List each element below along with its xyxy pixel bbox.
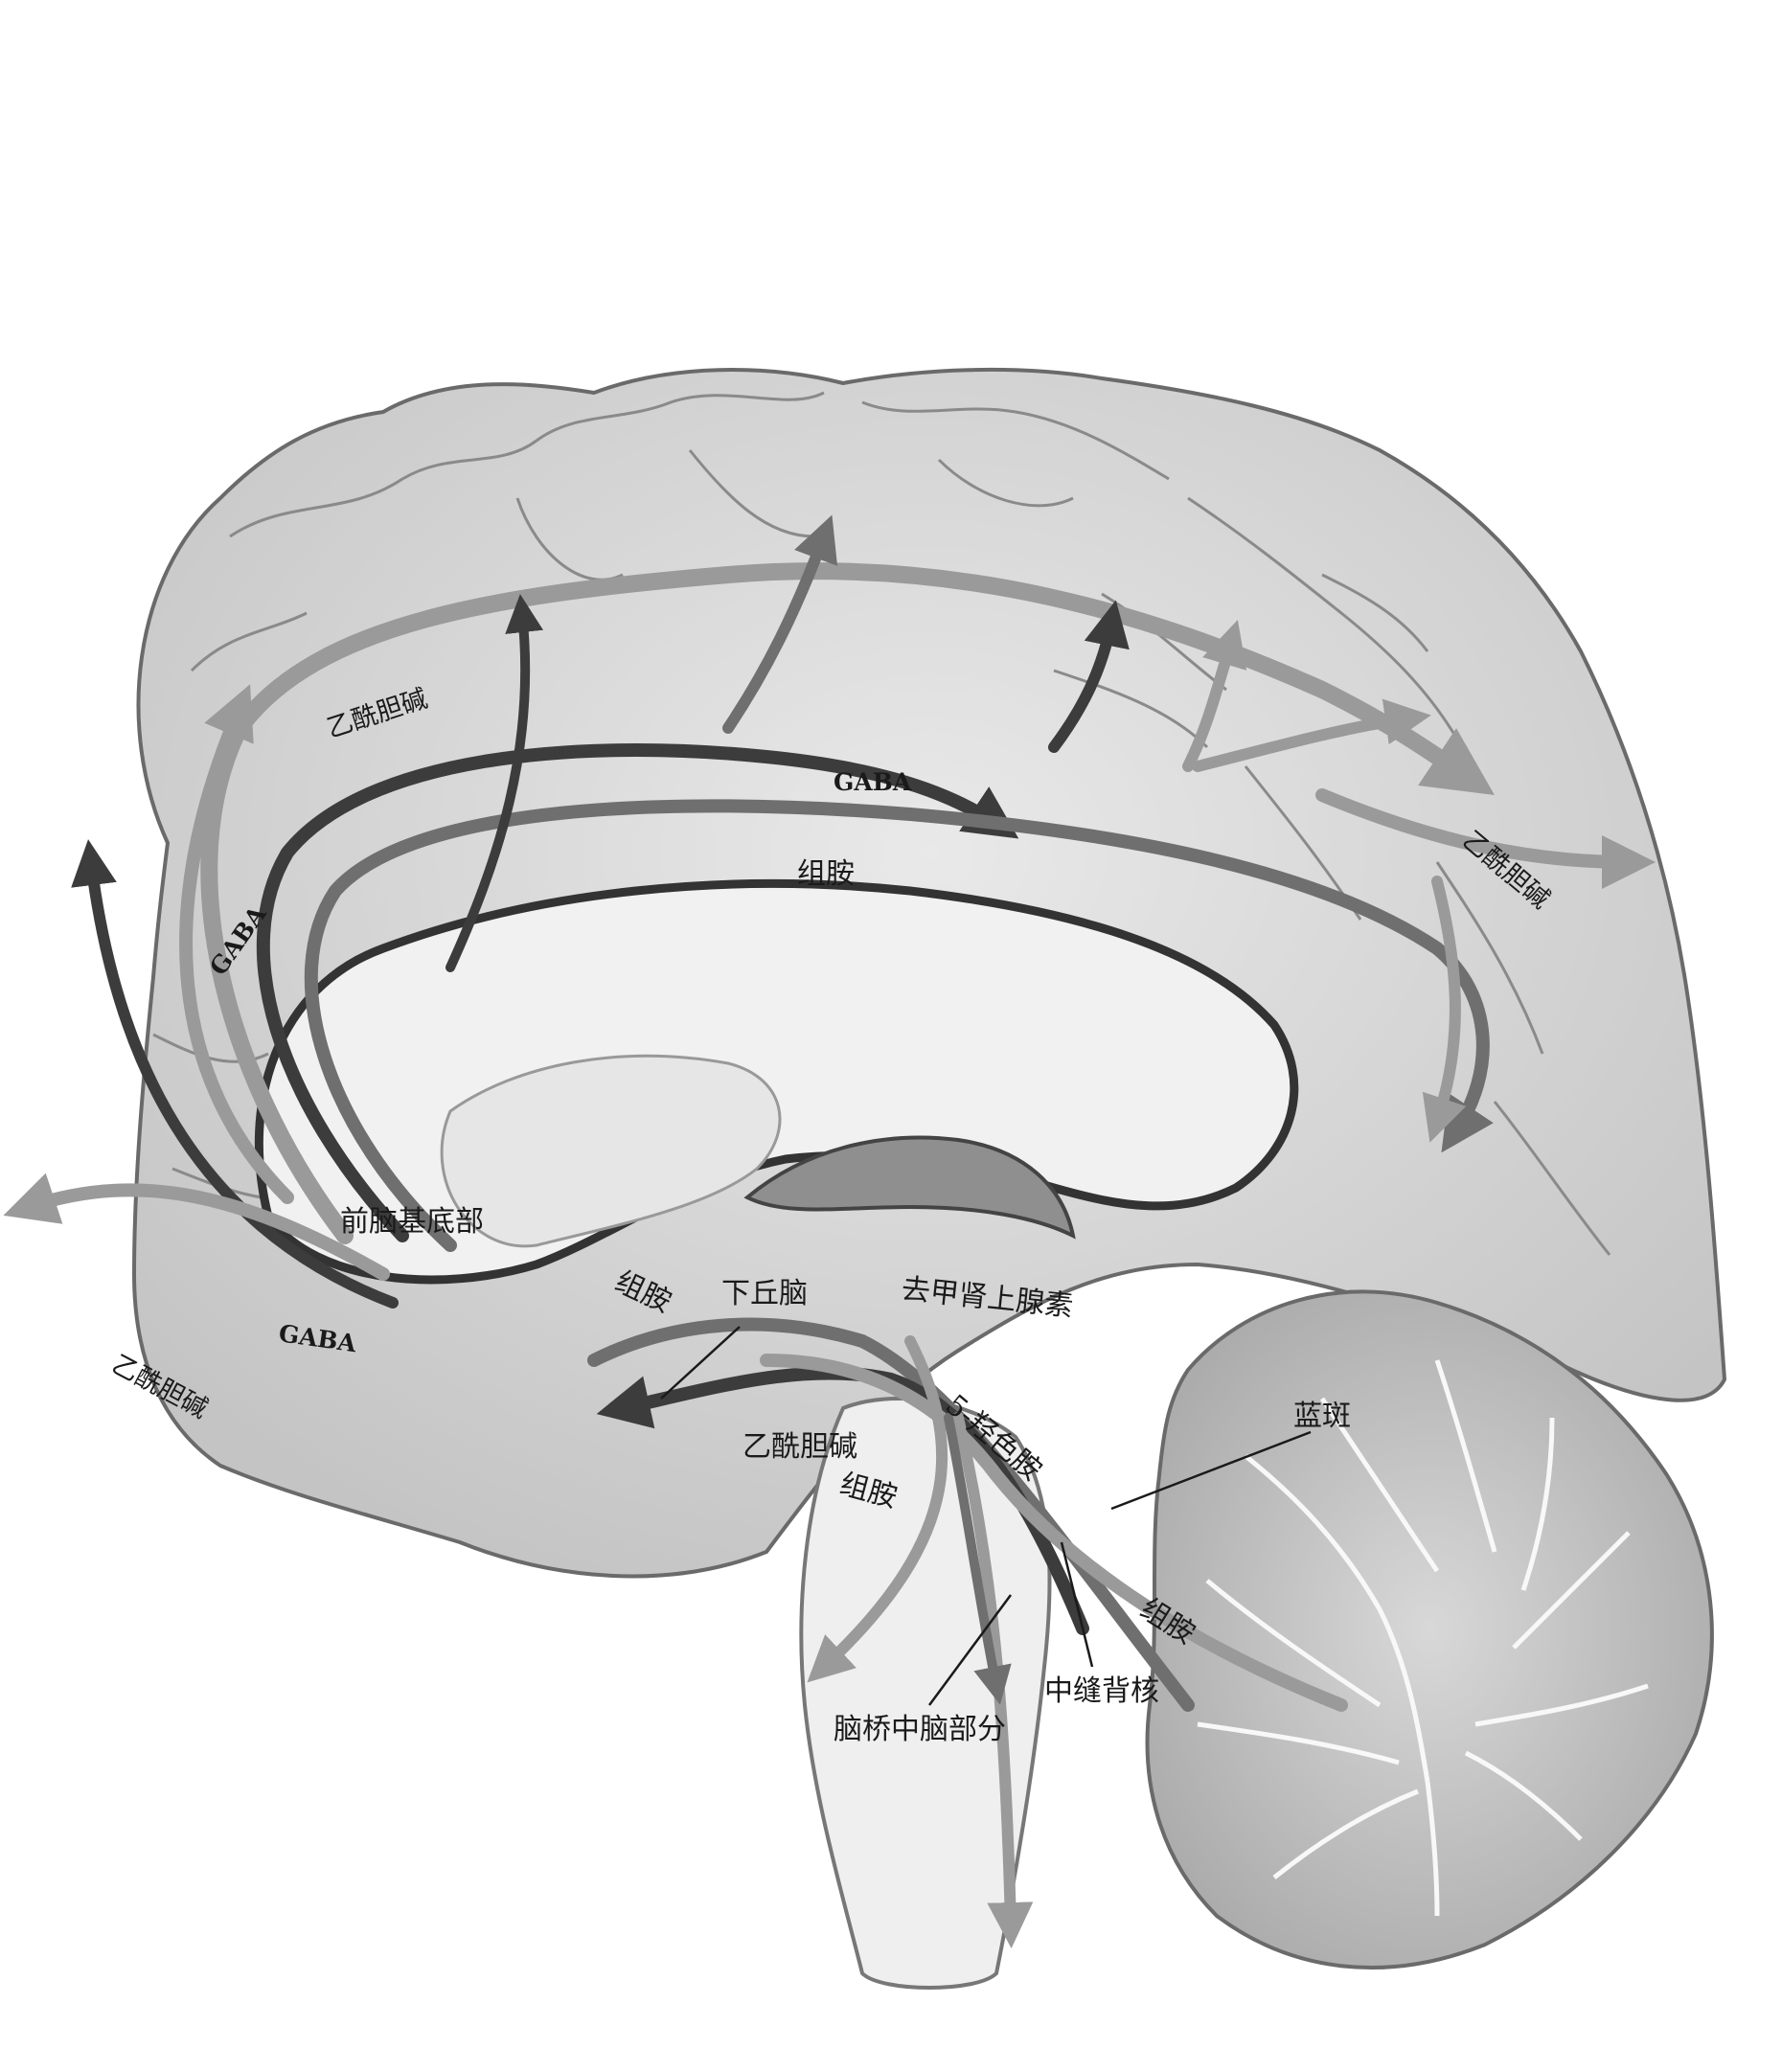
- medium-top-pathway: [722, 514, 838, 734]
- gaba-left-pathway: [71, 839, 399, 1309]
- label-histamine-top: 组胺: [797, 857, 855, 891]
- leader-dorsal-raphe: [1060, 1541, 1094, 1668]
- ach-left-pathway: [179, 684, 294, 1204]
- histamine-right-pathway: [760, 1354, 1348, 1712]
- ach-bottom-left-pathway: [3, 1173, 390, 1281]
- histamine-top-pathway: [304, 799, 1494, 1252]
- label-locus-coeruleus: 蓝斑: [1293, 1400, 1351, 1433]
- leader-locus-coeruleus: [1110, 1430, 1312, 1511]
- leader-hypothalamus: [660, 1326, 741, 1400]
- label-ach-mid: 乙酰胆碱: [742, 1430, 857, 1464]
- light-top-pathway-3: [1182, 620, 1247, 772]
- dark-top-pathway: [446, 594, 544, 972]
- corpus-callosum: [254, 879, 1299, 1285]
- label-dorsal-raphe: 中缝背核: [1044, 1674, 1159, 1708]
- light-right-pathway: [1192, 698, 1431, 772]
- gaba-pathway: [256, 743, 1019, 1242]
- medium-top-pathway-2: [1048, 600, 1130, 753]
- descending-pathway-2: [944, 1413, 1012, 1705]
- label-gaba-top: GABA: [834, 768, 912, 796]
- histamine-low-pathway: [807, 1335, 948, 1683]
- label-pontomesencephalic: 脑桥中脑部分: [834, 1713, 1006, 1746]
- leader-pontomesencephalic: [927, 1594, 1013, 1706]
- cerebellum: [1145, 1289, 1714, 1970]
- label-hypothalamus: 下丘脑: [721, 1277, 808, 1310]
- label-basal-forebrain: 前脑基底部: [340, 1205, 484, 1239]
- ach-right-pathway: [1315, 788, 1656, 889]
- ach-top-pathway: [200, 562, 1495, 1244]
- ach-right-down-pathway: [1422, 876, 1467, 1143]
- leader-lines: [660, 1326, 1312, 1706]
- pathways: [3, 514, 1656, 1948]
